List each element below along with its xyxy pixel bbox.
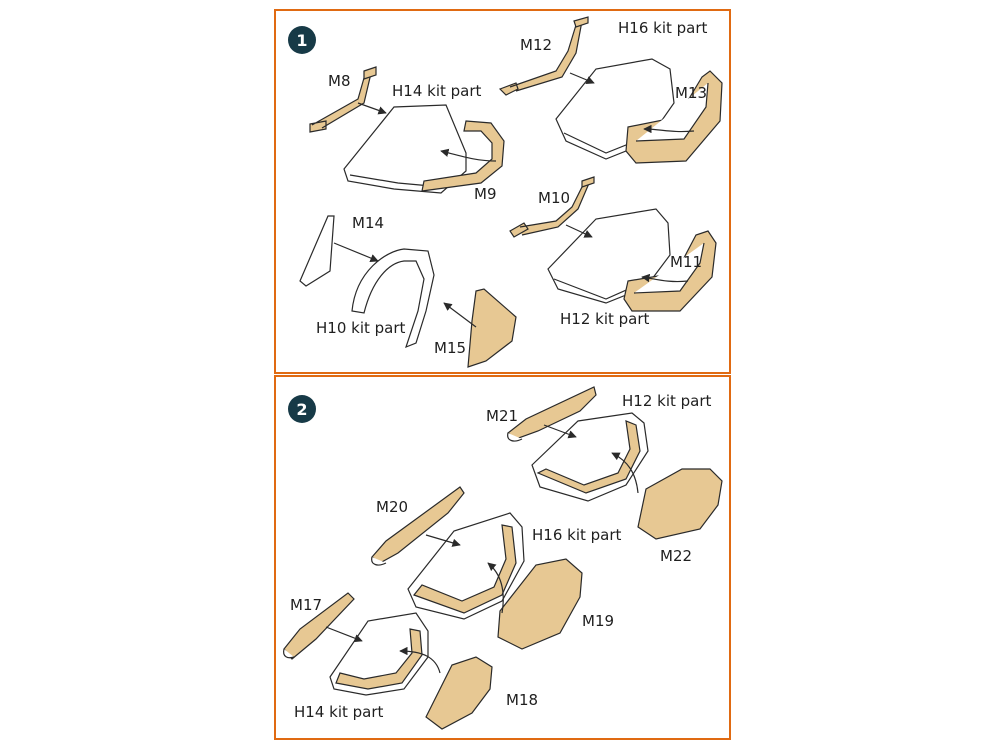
label-h12-step2: H12 kit part bbox=[622, 392, 712, 410]
m14-mask bbox=[299, 215, 335, 287]
label-m22: M22 bbox=[660, 547, 693, 565]
h10-kit-part bbox=[351, 248, 435, 349]
label-h12: H12 kit part bbox=[560, 310, 650, 328]
label-m11: M11 bbox=[670, 253, 703, 271]
label-m17: M17 bbox=[290, 596, 323, 614]
m19-mask bbox=[497, 558, 583, 650]
m8-mask-top bbox=[363, 66, 377, 80]
step-2-panel: 2 bbox=[274, 375, 731, 740]
m18-mask bbox=[425, 656, 493, 730]
step-1-diagram bbox=[299, 16, 723, 368]
label-m9: M9 bbox=[474, 185, 497, 203]
label-h14: H14 kit part bbox=[392, 82, 482, 100]
m20-mask bbox=[371, 486, 465, 564]
m12-mask bbox=[498, 19, 583, 96]
step-1-panel: 1 bbox=[274, 9, 731, 374]
label-m10: M10 bbox=[538, 189, 571, 207]
m9-mask bbox=[421, 120, 505, 192]
label-m21: M21 bbox=[486, 407, 519, 425]
label-m20: M20 bbox=[376, 498, 409, 516]
h14-kit-part bbox=[343, 104, 467, 194]
label-m18: M18 bbox=[506, 691, 539, 709]
m15-mask bbox=[467, 288, 517, 368]
step-1-badge: 1 bbox=[288, 26, 316, 54]
step-2-diagram bbox=[283, 386, 723, 730]
step-2-badge: 2 bbox=[288, 395, 316, 423]
label-m15: M15 bbox=[434, 339, 467, 357]
m21-mask bbox=[507, 386, 597, 440]
label-h16-step2: H16 kit part bbox=[532, 526, 622, 544]
label-m14: M14 bbox=[352, 214, 385, 232]
m22-mask bbox=[637, 468, 723, 540]
label-m8: M8 bbox=[328, 72, 351, 90]
label-h16: H16 kit part bbox=[618, 19, 708, 37]
label-h14-step2: H14 kit part bbox=[294, 703, 384, 721]
m17-mask bbox=[283, 592, 355, 660]
label-m13: M13 bbox=[675, 84, 708, 102]
label-h10: H10 kit part bbox=[316, 319, 406, 337]
label-m19: M19 bbox=[582, 612, 615, 630]
label-m12: M12 bbox=[520, 36, 553, 54]
